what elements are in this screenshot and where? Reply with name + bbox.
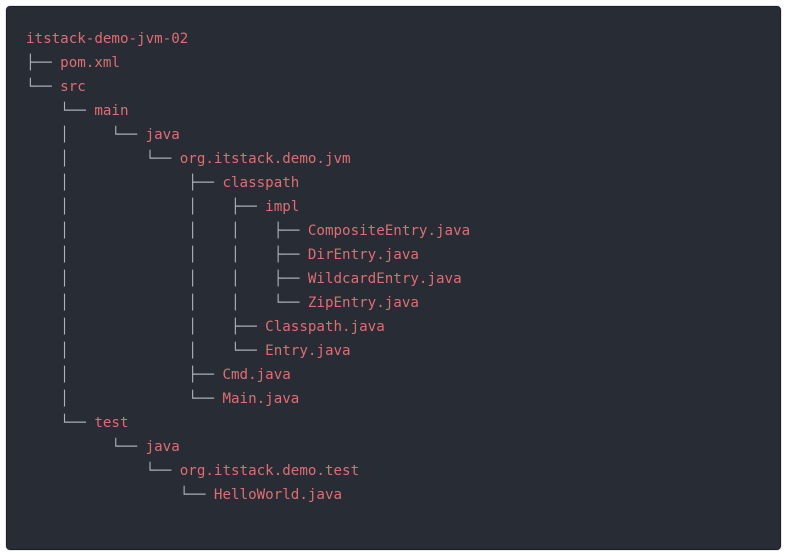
tree-line: └── test [26, 411, 470, 435]
folder-name: java [145, 127, 180, 143]
root-name: itstack-demo-jvm-02 [26, 31, 189, 47]
tree-connector: │ ├── [26, 367, 223, 383]
tree-line: │ │ │ ├── CompositeEntry.java [26, 219, 470, 243]
tree-connector: └── [26, 79, 61, 95]
tree-line: │ │ └── Entry.java [26, 339, 470, 363]
directory-tree: itstack-demo-jvm-02├── pom.xml└── src └─… [26, 27, 470, 507]
tree-connector: │ │ └── [26, 343, 266, 359]
tree-connector: │ └── [26, 127, 146, 143]
tree-line: │ └── Main.java [26, 387, 470, 411]
tree-connector: └── [26, 415, 95, 431]
tree-connector: │ │ ├── [26, 319, 266, 335]
tree-line: │ └── org.itstack.demo.jvm [26, 147, 470, 171]
tree-line: itstack-demo-jvm-02 [26, 27, 470, 51]
tree-line: └── HelloWorld.java [26, 483, 470, 507]
folder-name: classpath [222, 175, 300, 191]
tree-connector: │ │ │ └── [26, 295, 308, 311]
tree-line: │ │ │ └── ZipEntry.java [26, 291, 470, 315]
file-name: ZipEntry.java [307, 295, 419, 311]
folder-name: src [60, 79, 86, 95]
tree-connector: │ │ │ ├── [26, 223, 308, 239]
tree-line: │ │ ├── Classpath.java [26, 315, 470, 339]
file-name: Cmd.java [222, 367, 291, 383]
file-name: HelloWorld.java [213, 487, 343, 503]
tree-connector: │ │ │ ├── [26, 247, 308, 263]
file-name: Classpath.java [265, 319, 385, 335]
tree-connector: └── [26, 463, 180, 479]
tree-line: └── main [26, 99, 470, 123]
tree-connector: │ └── [26, 151, 180, 167]
tree-line: └── src [26, 75, 470, 99]
folder-name: impl [265, 199, 300, 215]
tree-line: │ │ │ ├── DirEntry.java [26, 243, 470, 267]
tree-connector: └── [26, 439, 146, 455]
file-name: WildcardEntry.java [307, 271, 462, 287]
file-name: Entry.java [265, 343, 351, 359]
tree-connector: │ │ │ ├── [26, 271, 308, 287]
tree-connector: ├── [26, 55, 61, 71]
folder-name: main [94, 103, 129, 119]
tree-line: │ │ ├── impl [26, 195, 470, 219]
tree-line: │ │ │ ├── WildcardEntry.java [26, 267, 470, 291]
tree-line: ├── pom.xml [26, 51, 470, 75]
tree-connector: │ └── [26, 391, 223, 407]
tree-connector: │ ├── [26, 175, 223, 191]
folder-name: org.itstack.demo.jvm [179, 151, 351, 167]
file-name: pom.xml [60, 55, 120, 71]
file-name: DirEntry.java [307, 247, 419, 263]
tree-connector: └── [26, 487, 214, 503]
folder-name: org.itstack.demo.test [179, 463, 360, 479]
folder-name: test [94, 415, 129, 431]
tree-line: └── java [26, 435, 470, 459]
file-name: Main.java [222, 391, 300, 407]
tree-line: └── org.itstack.demo.test [26, 459, 470, 483]
folder-name: java [145, 439, 180, 455]
tree-line: │ ├── classpath [26, 171, 470, 195]
tree-line: │ ├── Cmd.java [26, 363, 470, 387]
file-name: CompositeEntry.java [307, 223, 471, 239]
tree-connector: └── [26, 103, 95, 119]
tree-connector: │ │ ├── [26, 199, 266, 215]
tree-line: │ └── java [26, 123, 470, 147]
code-block: itstack-demo-jvm-02├── pom.xml└── src └─… [6, 6, 781, 550]
